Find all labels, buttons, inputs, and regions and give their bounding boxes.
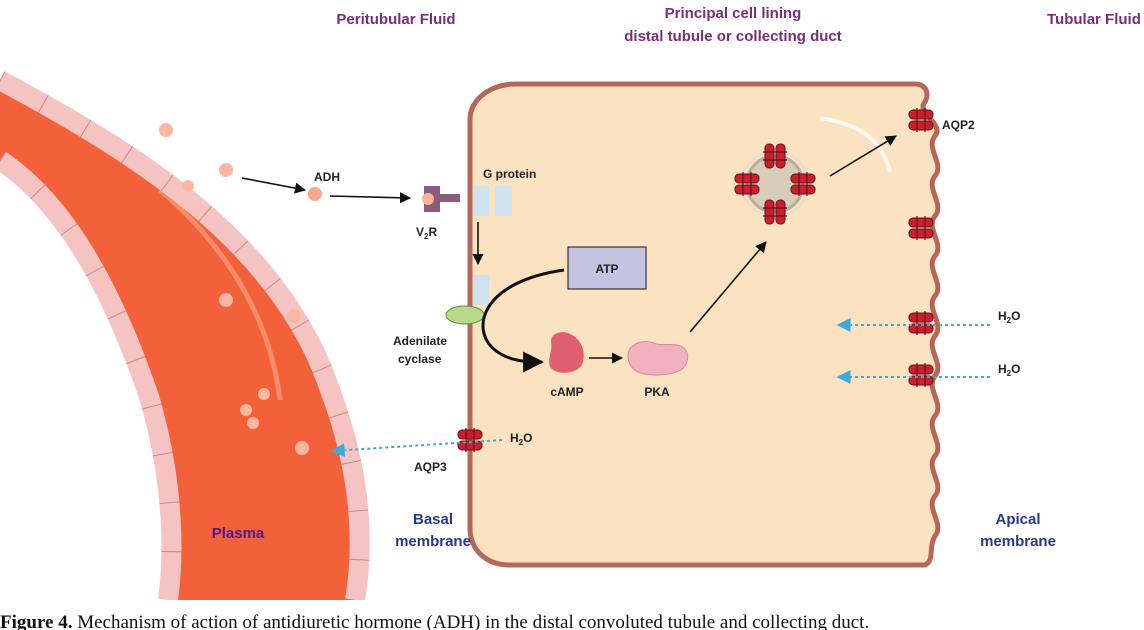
h2o-label-basal: H2O xyxy=(510,431,532,447)
vesicle-to-aqp2-arrow xyxy=(829,135,897,177)
blood-vessel xyxy=(0,71,370,600)
basal-membrane-label-line1: Basal xyxy=(413,511,453,528)
figure-number: Figure 4. xyxy=(0,612,73,630)
adenylate-cyclase-label-line1: Adenilate xyxy=(393,334,447,348)
aqp2-label: AQP2 xyxy=(942,118,975,132)
adenylate-cyclase-label-line2: cyclase xyxy=(398,352,442,366)
apical-membrane-label-line2: membrane xyxy=(980,533,1056,550)
basal-membrane-label-line2: membrane xyxy=(395,533,471,550)
adh-molecule xyxy=(308,187,322,201)
g-protein xyxy=(473,186,512,305)
atp-box xyxy=(567,246,647,290)
adh-label: ADH xyxy=(314,170,340,184)
figure-caption-text: Mechanism of action of antidiuretic horm… xyxy=(77,612,870,630)
pka-label: PKA xyxy=(644,385,670,399)
camp-molecule xyxy=(549,332,584,373)
h2o-label-apical-2: H2O xyxy=(998,362,1020,378)
header-tubular-fluid: Tubular Fluid xyxy=(1047,11,1141,28)
figure-caption: Figure 4. Mechanism of action of antidiu… xyxy=(0,612,1144,630)
v2r-label: V2R xyxy=(416,225,437,241)
apical-membrane-label-line1: Apical xyxy=(995,511,1040,528)
adh-mechanism-diagram: Peritubular Fluid Principal cell lining … xyxy=(0,5,1141,600)
atp-label: ATP xyxy=(595,262,618,276)
h2o-label-apical-1: H2O xyxy=(998,309,1020,325)
pka-molecule xyxy=(627,341,689,376)
water-arrow-basal xyxy=(330,439,503,458)
pka-to-vesicle-arrow xyxy=(689,241,767,333)
header-peritubular-fluid: Peritubular Fluid xyxy=(336,11,455,28)
g-protein-label: G protein xyxy=(483,167,536,181)
adh-arrow-in xyxy=(241,177,307,194)
aqp3-label: AQP3 xyxy=(414,460,447,474)
header-principal-cell-line2: distal tubule or collecting duct xyxy=(624,28,842,45)
adh-arrow-to-receptor xyxy=(329,192,412,204)
camp-label: cAMP xyxy=(550,385,583,399)
atp-to-camp-arrow xyxy=(481,268,565,373)
adenylate-cyclase xyxy=(445,305,485,325)
v2-receptor xyxy=(422,186,460,212)
aqp2-vesicle xyxy=(734,143,816,225)
header-principal-cell-line1: Principal cell lining xyxy=(665,5,802,22)
plasma-label: Plasma xyxy=(212,525,265,542)
